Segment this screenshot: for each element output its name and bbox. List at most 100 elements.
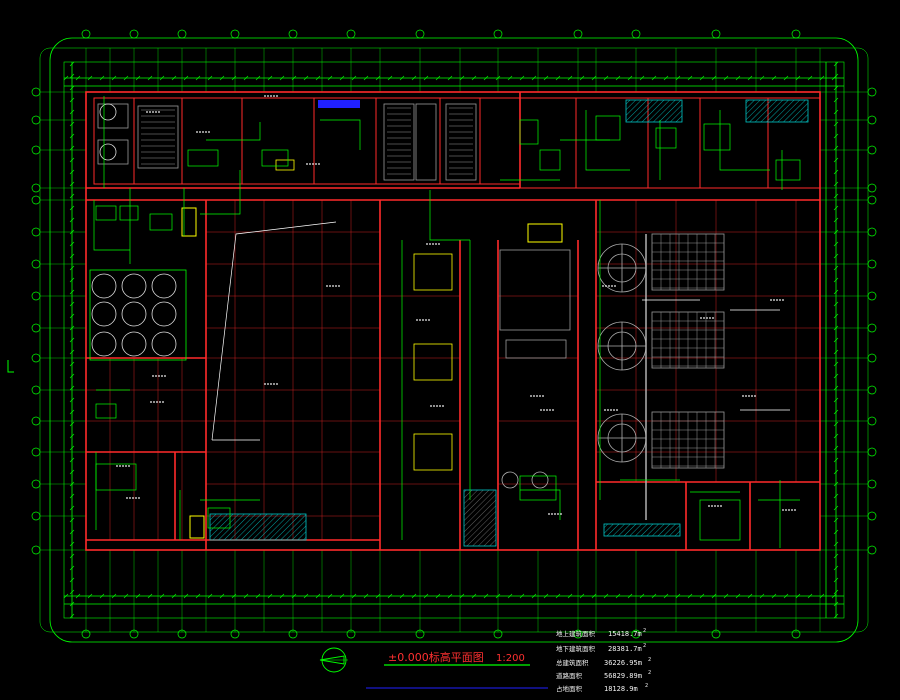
tick (771, 593, 777, 599)
stat-row: 地上建筑面积 15418.7m 2 (556, 628, 646, 638)
tick (159, 75, 165, 81)
tick (69, 193, 75, 199)
tick (69, 469, 75, 475)
tick (69, 325, 75, 331)
leader-lines (211, 221, 790, 441)
tick (833, 241, 839, 247)
fixture (149, 213, 173, 231)
tick (375, 75, 381, 81)
tick (531, 593, 537, 599)
axis-bubble (177, 629, 187, 639)
tick (783, 75, 789, 81)
tick (123, 593, 129, 599)
stat-label: 地上建筑面积 (556, 629, 596, 638)
axis-bubble (415, 29, 425, 39)
rotary-units (501, 234, 647, 520)
small-unit (531, 471, 549, 489)
tick (69, 541, 75, 547)
tick (195, 75, 201, 81)
tick (69, 493, 75, 499)
tick (591, 593, 597, 599)
tick (423, 75, 429, 81)
tick (231, 75, 237, 81)
axis-bubble (31, 291, 41, 301)
tank (91, 301, 117, 327)
stat-label: 占地面积 (556, 684, 583, 693)
stat-unit: 2 (648, 670, 651, 676)
tick (69, 589, 75, 595)
tick (543, 75, 549, 81)
tick (183, 75, 189, 81)
fixture (539, 149, 561, 171)
tick (833, 457, 839, 463)
tick (833, 253, 839, 259)
tick (833, 301, 839, 307)
tick (833, 193, 839, 199)
axis-bubble (867, 227, 877, 237)
pipe (520, 489, 561, 520)
axis-bubble (867, 511, 877, 521)
tick (171, 75, 177, 81)
tick (387, 593, 393, 599)
tick (687, 593, 693, 599)
tank (121, 331, 147, 357)
tick (833, 265, 839, 271)
tick (411, 593, 417, 599)
tick (183, 593, 189, 599)
axis-bubble (288, 629, 298, 639)
tick (615, 75, 621, 81)
tick (219, 75, 225, 81)
tick (833, 337, 839, 343)
axis-bubble (791, 629, 801, 639)
tick (195, 593, 201, 599)
axis-bubble (230, 629, 240, 639)
fixture (655, 127, 677, 149)
fixture (519, 475, 557, 501)
tick (69, 409, 75, 415)
tick (687, 75, 693, 81)
tick (351, 75, 357, 81)
axis-bubble (867, 145, 877, 155)
area-statistics: 地上建筑面积 15418.7m 2 地下建筑面积 28381.7m 2 总建筑面… (556, 628, 651, 693)
axis-bubble (867, 87, 877, 97)
tick (411, 75, 417, 81)
tick (279, 75, 285, 81)
tick (833, 577, 839, 583)
fixture (699, 499, 741, 541)
tick (603, 75, 609, 81)
axis-bubble (31, 323, 41, 333)
axis-bubble (31, 479, 41, 489)
tick (723, 75, 729, 81)
axis-bubble (631, 629, 641, 639)
tick (339, 75, 345, 81)
tick (807, 593, 813, 599)
axis-bubble (81, 29, 91, 39)
tick (833, 529, 839, 535)
tank (91, 331, 117, 357)
tick (69, 217, 75, 223)
tick (833, 565, 839, 571)
tick (279, 593, 285, 599)
axis-bubble (31, 227, 41, 237)
tick (69, 277, 75, 283)
axis-bubble (31, 447, 41, 457)
pipe (320, 119, 361, 150)
tick (833, 97, 839, 103)
tick (69, 529, 75, 535)
tick (833, 469, 839, 475)
tick (255, 593, 261, 599)
tick (447, 593, 453, 599)
tick (69, 577, 75, 583)
axis-bubble (867, 545, 877, 555)
tick (833, 157, 839, 163)
tick (543, 593, 549, 599)
axis-bubble (346, 629, 356, 639)
tick (255, 75, 261, 81)
axis-bubble (711, 629, 721, 639)
stat-label: 地下建筑面积 (556, 644, 596, 653)
stat-row: 地下建筑面积 28381.7m 2 (556, 643, 646, 653)
tick (639, 593, 645, 599)
tick (555, 75, 561, 81)
axis-bubble (867, 195, 877, 205)
tick (69, 313, 75, 319)
